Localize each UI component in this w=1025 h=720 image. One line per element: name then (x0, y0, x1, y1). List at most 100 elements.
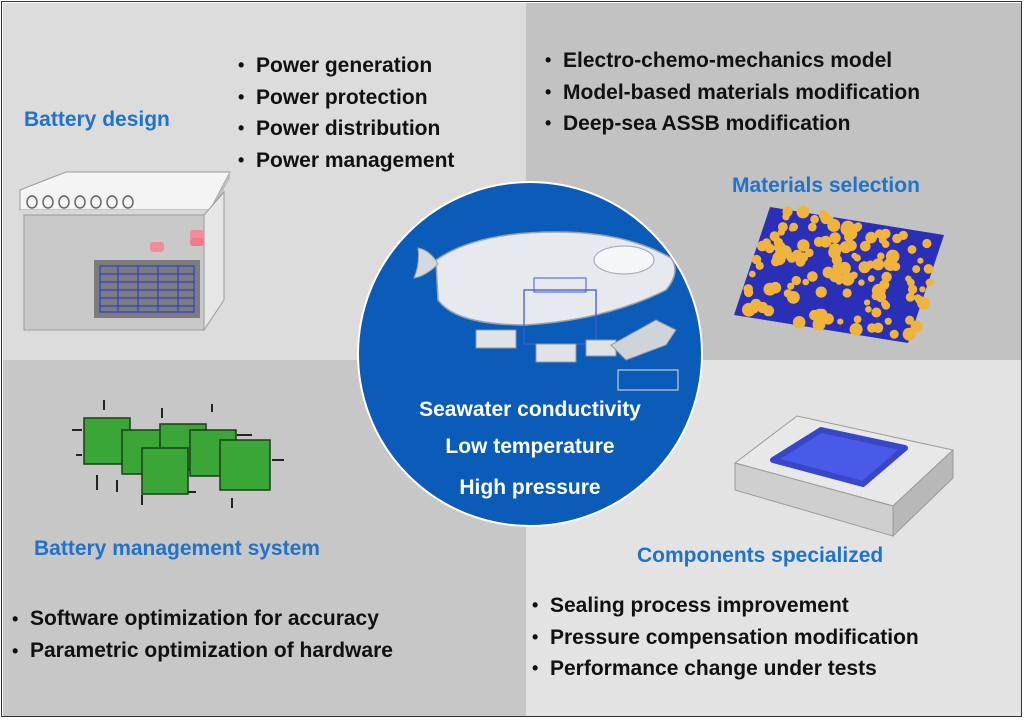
particle (842, 288, 852, 298)
particle (885, 258, 892, 265)
particle (877, 252, 885, 260)
particle (778, 242, 786, 249)
particle (841, 220, 855, 235)
components-specialized-heading: Components specialized (637, 544, 884, 567)
condition-seawater: Seawater conductivity (419, 398, 641, 421)
particle (912, 265, 921, 274)
particle (795, 252, 802, 259)
particle (864, 299, 871, 306)
particle (805, 248, 814, 258)
particle (865, 231, 877, 244)
particle (818, 210, 829, 220)
particle (881, 240, 890, 248)
list-item: Power generation (238, 50, 454, 82)
particle (782, 213, 790, 221)
particle (751, 254, 762, 265)
particle (849, 323, 863, 336)
particle (872, 258, 885, 271)
list-item: Electro-chemo-mechanics model (545, 45, 920, 77)
materials-list: Electro-chemo-mechanics model Model-base… (545, 45, 920, 140)
particle (743, 287, 754, 298)
battery-design-list: Power generation Power protection Power … (238, 50, 454, 176)
particle (853, 315, 862, 324)
particle (907, 284, 918, 295)
list-item: Performance change under tests (532, 653, 919, 685)
particle (828, 269, 843, 283)
particle (809, 309, 820, 321)
particle (919, 302, 927, 310)
particle (802, 278, 809, 286)
particle (884, 317, 892, 325)
particle (810, 214, 819, 224)
particle (910, 320, 923, 333)
particle (905, 292, 915, 302)
component-pad-icon (733, 415, 955, 538)
particle (797, 239, 810, 252)
battery-pack-icon (19, 171, 231, 332)
particle (917, 257, 924, 264)
particle (840, 272, 855, 286)
particle (867, 323, 877, 333)
battery-design-heading: Battery design (24, 108, 170, 131)
list-item: Power distribution (238, 113, 454, 145)
materials-particles-icon (734, 205, 944, 343)
list-item: Model-based materials modification (545, 77, 920, 109)
components-list: Sealing process improvement Pressure com… (532, 590, 919, 685)
particle (867, 275, 875, 282)
particle (769, 231, 780, 242)
particle (902, 327, 916, 341)
particle (796, 205, 810, 219)
particle (922, 238, 932, 249)
particle (925, 278, 934, 287)
list-item: Pressure compensation modification (532, 622, 919, 654)
particle (813, 236, 825, 247)
particle (837, 318, 844, 325)
materials-selection-heading: Materials selection (732, 174, 920, 197)
particle (871, 307, 882, 318)
particle (839, 241, 852, 254)
particle (807, 271, 818, 282)
particle (791, 275, 801, 286)
list-item: Power protection (238, 82, 454, 114)
particle (763, 282, 777, 296)
center-circle (357, 181, 703, 527)
particle (881, 271, 892, 283)
particle (822, 313, 834, 325)
particle (815, 286, 827, 298)
particle (777, 228, 785, 236)
particle (889, 329, 899, 339)
battery-management-list: Software optimization for accuracy Param… (12, 603, 393, 667)
particle (748, 270, 756, 278)
particle (898, 230, 908, 240)
list-item: Power management (238, 145, 454, 177)
particle (874, 229, 885, 239)
particle (783, 289, 793, 298)
list-item: Parametric optimization of hardware (12, 635, 393, 667)
particle (907, 245, 917, 254)
particle (789, 222, 798, 232)
particle (860, 240, 871, 252)
particle (905, 315, 915, 325)
circuit-chips-icon (72, 400, 284, 508)
particle (771, 257, 781, 267)
particle (827, 216, 834, 223)
particle (792, 316, 806, 329)
particle (763, 305, 775, 317)
particle (905, 275, 912, 283)
particle (819, 310, 827, 317)
particle (787, 282, 795, 290)
particle (750, 305, 759, 314)
condition-temperature: Low temperature (445, 435, 615, 458)
particle (865, 306, 872, 313)
particle (812, 317, 826, 331)
condition-pressure: High pressure (459, 476, 601, 499)
particle (764, 243, 775, 254)
particle (919, 286, 926, 293)
particle (858, 279, 865, 286)
list-item: Deep-sea ASSB modification (545, 108, 920, 140)
battery-management-heading: Battery management system (34, 537, 320, 560)
list-item: Software optimization for accuracy (12, 603, 393, 635)
particle (828, 246, 841, 259)
particle (844, 232, 854, 242)
